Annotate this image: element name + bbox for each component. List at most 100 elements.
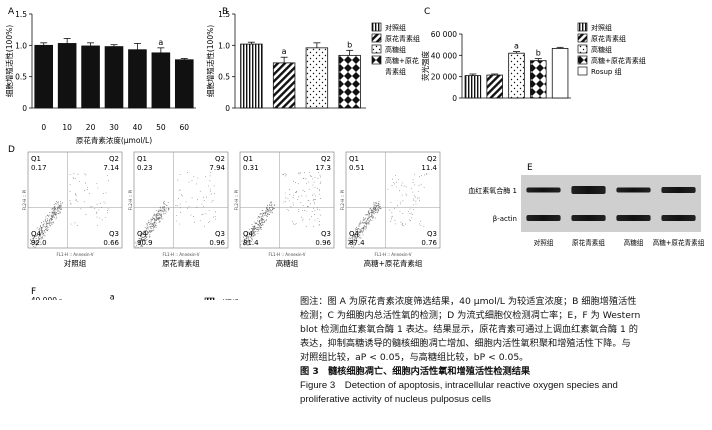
x-axis-title: 原花青素浓度(μmol/L) <box>76 135 152 145</box>
bar <box>551 48 569 99</box>
legend-label: 对照组 <box>385 23 406 32</box>
caption-line: 图注：图 A 为原花青素浓度筛选结果，40 μmol/L 为较适宜浓度；B 细胞… <box>300 296 637 307</box>
quadrant-value: 0.51 <box>349 164 365 172</box>
blot-row: 血红素氧合酶 1 <box>468 175 701 205</box>
bar <box>174 59 194 109</box>
bar <box>508 52 525 99</box>
legend-label: Rosup 组 <box>591 67 622 76</box>
group-label: 对照组 <box>64 258 87 268</box>
protein-band <box>616 215 651 221</box>
legend-swatch <box>577 66 588 76</box>
x-tick-label: 10 <box>62 123 72 132</box>
y-tick-label: 40 000 <box>31 296 57 300</box>
bar <box>305 47 329 109</box>
y-tick-label: 1.5 <box>15 10 27 19</box>
legend-swatch <box>371 22 382 32</box>
bar <box>530 60 547 99</box>
quadrant-name: Q4 <box>349 230 360 238</box>
protein-band <box>571 186 606 194</box>
significance-label: b <box>347 40 352 49</box>
significance-label: a <box>110 292 115 300</box>
x-axis-title: FL1-H :: Annexin-V <box>269 252 306 257</box>
chart-panel-B: B00.51.01.5细胞增殖活性(100%)ab对照组原花青素组高糖组高糖+原… <box>205 7 420 113</box>
panel-label: F <box>31 287 36 297</box>
quadrant-value: 0.96 <box>209 239 225 247</box>
legend-label: 高糖组 <box>591 45 612 54</box>
group-label: 高糖+原花青素组 <box>364 258 423 268</box>
x-tick-label: 40 <box>133 123 143 132</box>
y-tick-label: 0.5 <box>15 73 27 82</box>
event-dots <box>240 172 322 246</box>
significance-label: a <box>282 47 287 56</box>
panel-label: C <box>424 7 430 17</box>
blot-row-label: β-actin <box>493 215 517 223</box>
protein-band <box>571 215 606 221</box>
y-tick-label: 40 000 <box>431 51 457 60</box>
quadrant-name: Q3 <box>109 230 119 238</box>
blot-row-label: 血红素氧合酶 1 <box>468 186 517 195</box>
significance-label: a <box>158 38 163 47</box>
bar <box>338 54 361 109</box>
figure-caption: 图注：图 A 为原花青素浓度筛选结果，40 μmol/L 为较适宜浓度；B 细胞… <box>300 295 705 407</box>
quadrant-name: Q1 <box>349 155 359 163</box>
legend-swatch <box>371 44 382 54</box>
caption-line: 对照组比较，aP < 0.05，与高糖组比较，bP < 0.05。 <box>300 352 529 363</box>
x-tick-label: 0 <box>41 123 46 132</box>
panel-label: E <box>527 163 533 173</box>
significance-label: a <box>514 42 519 51</box>
quadrant-name: Q4 <box>243 230 254 238</box>
quadrant-value: 92.0 <box>31 239 47 247</box>
bar <box>104 46 124 109</box>
protein-band <box>661 215 696 221</box>
quadrant-value: 11.4 <box>421 164 437 172</box>
quadrant-name: Q2 <box>215 155 225 163</box>
figure-title-english: proliferative activity of nucleus pulpos… <box>300 394 491 405</box>
x-axis-title: FL1-H :: Annexin-V <box>375 252 412 257</box>
legend-label: 高糖+原花青素组 <box>591 56 646 65</box>
caption-line: blot 检测血红素氧合酶 1 表达。结果显示，原花青素可通过上调血红素氧合酶 … <box>300 324 638 335</box>
group-label: 高糖组 <box>276 258 299 268</box>
y-axis-title: 荧光强度 <box>420 51 430 81</box>
y-tick-label: 20 000 <box>431 73 457 82</box>
quadrant-value: 7.14 <box>103 164 119 172</box>
quadrant-value: 81.4 <box>243 239 259 247</box>
quadrant-name: Q2 <box>321 155 331 163</box>
blot-lane-label: 高糖组 <box>624 238 644 247</box>
bar <box>272 62 296 109</box>
quadrant-name: Q1 <box>137 155 147 163</box>
quadrant-name: Q4 <box>137 230 148 238</box>
protein-band <box>526 187 561 193</box>
protein-band <box>661 187 696 193</box>
blot-row: β-actin <box>493 204 701 232</box>
legend-swatch <box>371 33 382 43</box>
quadrant-value: 17.3 <box>315 164 331 172</box>
y-axis-title: 细胞增殖活性(100%) <box>4 25 14 97</box>
legend-swatch <box>371 55 382 65</box>
quadrant-value: 90.9 <box>137 239 153 247</box>
quadrant-name: Q2 <box>109 155 119 163</box>
blot-lane-label: 原花青素组 <box>572 238 605 247</box>
y-tick-label: 0 <box>22 104 27 113</box>
blot-lane-label: 高糖+原花青素组 <box>653 238 705 247</box>
quadrant-name: Q3 <box>321 230 331 238</box>
quadrant-name: Q2 <box>427 155 437 163</box>
quadrant-value: 87.4 <box>349 239 365 247</box>
y-axis-title: FL2-H :: PI <box>128 190 133 210</box>
quadrant-value: 0.76 <box>421 239 437 247</box>
legend-label: 青素组 <box>385 67 406 76</box>
y-tick-label: 1.0 <box>218 41 230 50</box>
quadrant-value: 0.66 <box>103 239 119 247</box>
legend-label: 高糖组 <box>385 45 406 54</box>
bar <box>81 45 100 109</box>
y-tick-label: 0 <box>225 104 230 113</box>
group-label: 原花青素组 <box>162 258 200 268</box>
